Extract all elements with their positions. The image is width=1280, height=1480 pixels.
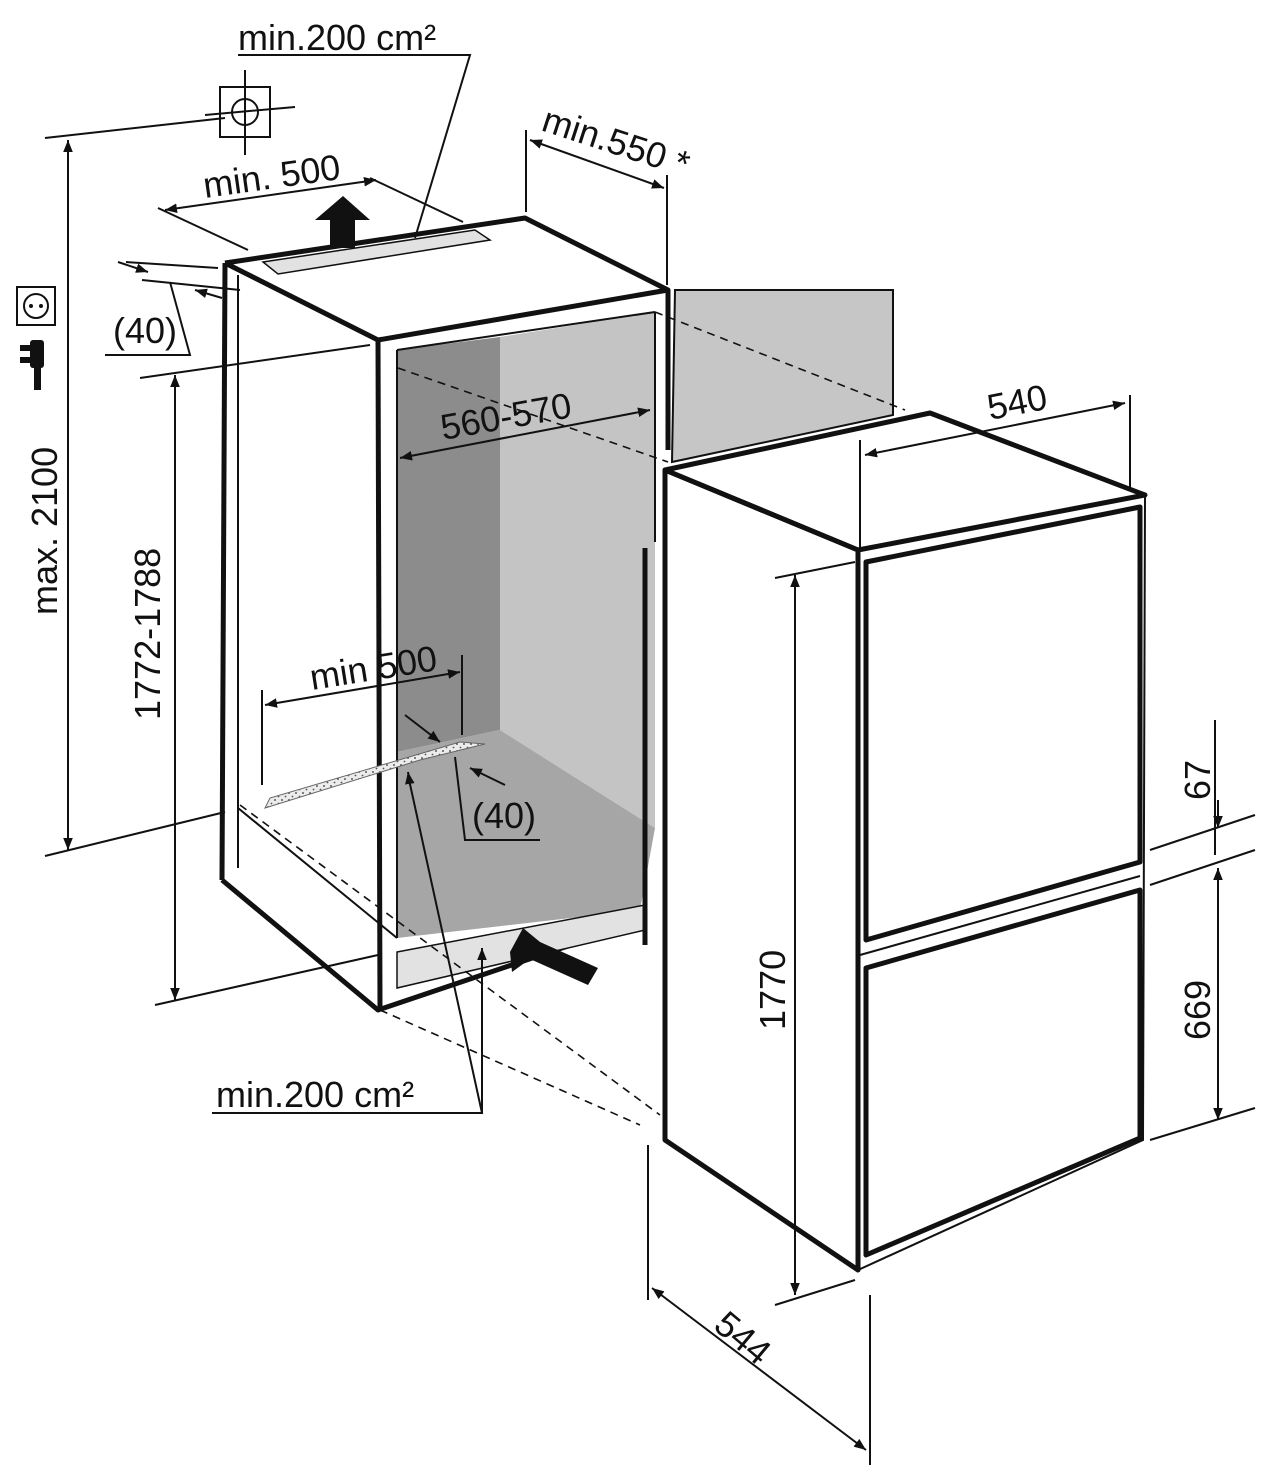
ventilation-grille-icon: [204, 70, 296, 155]
appliance-height-label: 1770: [752, 950, 793, 1030]
cabinet-door-panel: [670, 289, 894, 464]
bottom-vent-grille-rear: [264, 741, 486, 809]
freezer-door-height-label: 669: [1177, 980, 1218, 1040]
fridge-freezer-appliance: [642, 410, 1148, 1273]
power-plug-icon: [20, 340, 44, 390]
appliance-front-outline: [857, 493, 1147, 1272]
vent-top-width-label: min. 500: [200, 146, 342, 206]
top-vent-grille: [261, 229, 493, 275]
freezer-door: [863, 887, 1143, 1258]
power-socket-icon: [16, 286, 56, 326]
niche-floor: [397, 730, 655, 938]
appliance-side-outline: [662, 467, 861, 1273]
niche-height-label: 1772-1788: [127, 548, 168, 720]
vent-bottom-gap-label: (40): [472, 795, 536, 836]
appliance-depth-label: 544: [707, 1303, 779, 1373]
door-gap-label: 67: [1177, 760, 1218, 800]
vent-top-gap-label: (40): [113, 310, 177, 351]
max-height-label: max. 2100: [24, 447, 65, 615]
vent-top-area-label: min.200 cm²: [238, 17, 436, 58]
niche-cabinet: [219, 196, 894, 1013]
airflow-in-arrow: [510, 928, 598, 985]
fridge-door: [863, 504, 1143, 943]
vent-bottom-area-label: min.200 cm²: [216, 1074, 414, 1115]
